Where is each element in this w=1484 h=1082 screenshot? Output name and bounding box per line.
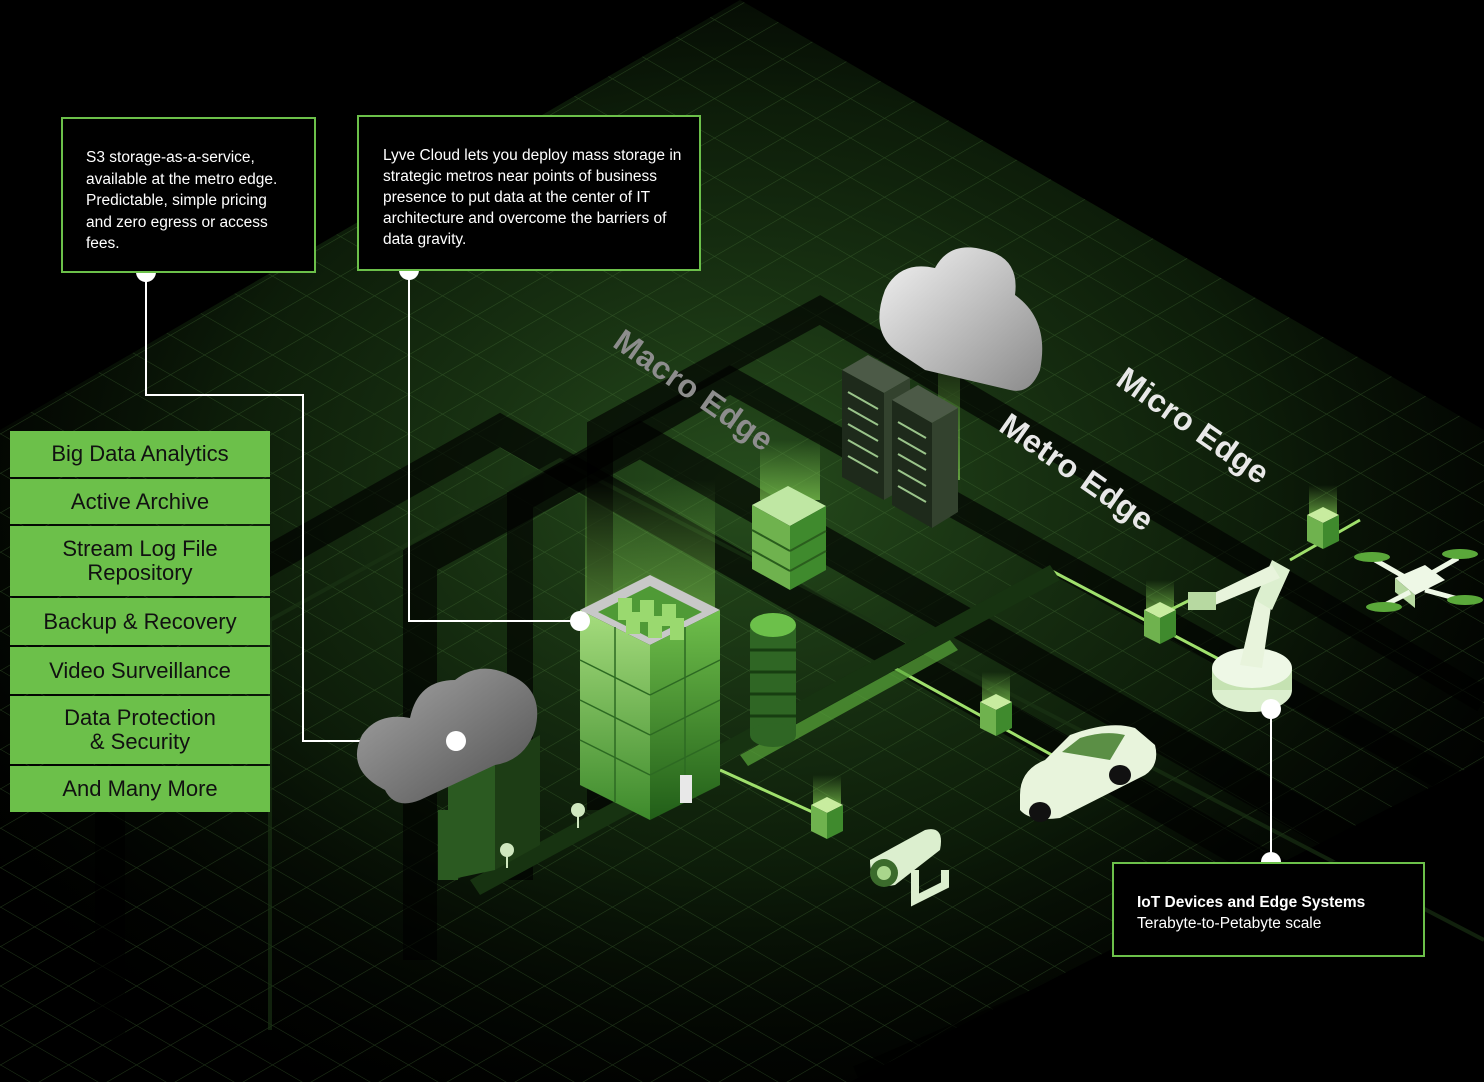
cloud-icon [356, 668, 540, 880]
callout-storage-service: S3 storage-as-a-service, available at th… [61, 117, 316, 273]
callout-lyve-cloud: Lyve Cloud lets you deploy mass storage … [357, 115, 701, 271]
storage-node-icon [980, 672, 1012, 736]
server-rack-icon [842, 355, 958, 528]
car-icon [1020, 725, 1157, 822]
storage-node-icon [811, 485, 1339, 839]
storage-node-icon [1144, 580, 1176, 644]
storage-cylinder-icon [750, 613, 796, 747]
use-case-item: Stream Log File Repository [10, 526, 270, 596]
use-case-item: And Many More [10, 766, 270, 812]
use-case-item: Video Surveillance [10, 647, 270, 694]
use-case-item: Data Protection & Security [10, 696, 270, 764]
data-center-building-icon [579, 480, 721, 820]
callout-iot-devices: IoT Devices and Edge Systems Terabyte-to… [1112, 862, 1425, 957]
connector-lines [145, 270, 1272, 862]
callout-iot-scale: Terabyte-to-Petabyte scale [1137, 915, 1322, 932]
callout-iot-title: IoT Devices and Edge Systems [1137, 894, 1366, 911]
use-case-item: Backup & Recovery [10, 598, 270, 645]
storage-node-icon [1307, 485, 1339, 549]
use-case-item: Big Data Analytics [10, 431, 270, 477]
use-case-item: Active Archive [10, 479, 270, 524]
storage-node-icon [751, 440, 827, 590]
tree-icon [500, 803, 585, 868]
drone-icon [1354, 549, 1483, 612]
storage-node-icon [811, 775, 843, 839]
use-case-list: Big Data Analytics Active Archive Stream… [10, 431, 270, 814]
callout-storage-service-text: S3 storage-as-a-service, available at th… [86, 149, 278, 252]
robot-arm-icon [1188, 560, 1292, 712]
security-camera-icon [870, 829, 949, 907]
callout-lyve-cloud-text: Lyve Cloud lets you deploy mass storage … [383, 147, 682, 248]
